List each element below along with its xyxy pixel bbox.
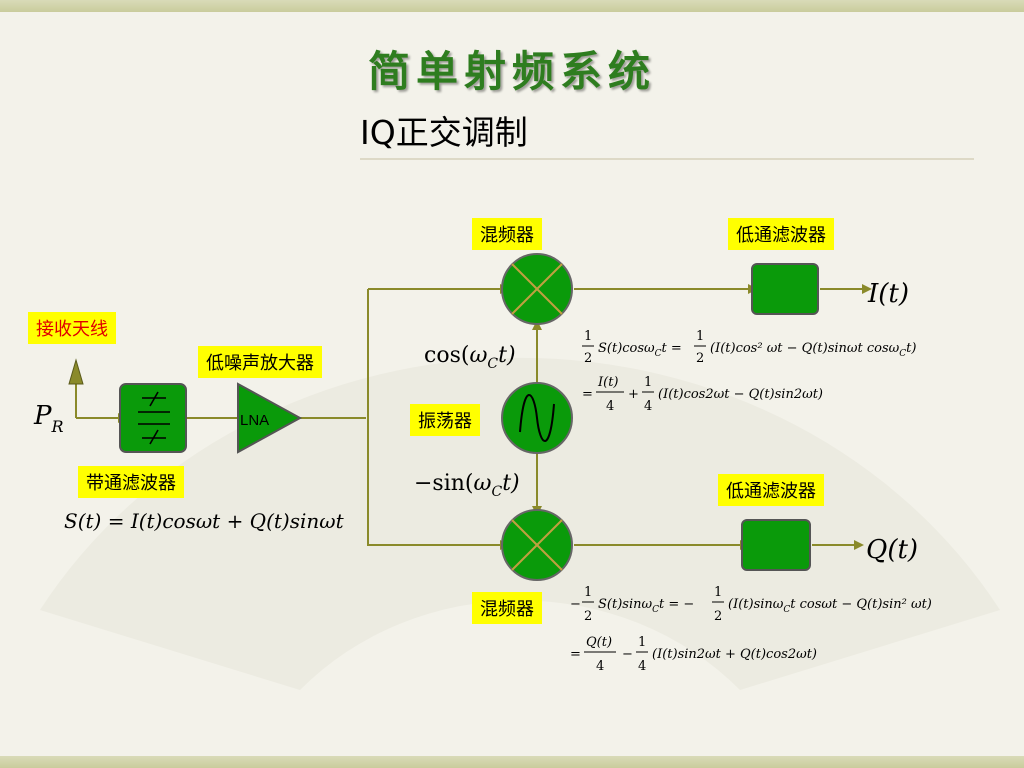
svg-text:S(t)sinωCt = −: S(t)sinωCt = − <box>598 597 694 615</box>
svg-text:1: 1 <box>638 635 646 650</box>
bandpass-label: 带通滤波器 <box>78 466 184 498</box>
svg-text:4: 4 <box>638 659 646 674</box>
slide-title: 简单射频系统 <box>367 47 656 96</box>
svg-text:+: + <box>628 387 639 402</box>
svg-text:=: = <box>582 387 593 402</box>
lowpass-filter-bottom <box>741 519 811 571</box>
antenna-icon <box>68 358 84 385</box>
bottom-band <box>0 756 1024 768</box>
top-mixer <box>501 253 573 325</box>
lowpass-filter-top <box>751 263 819 315</box>
output-q: Q(t) <box>866 535 918 565</box>
equation-top-2: = I(t) 4 + 1 4 (I(t)cos2ωt − Q(t)sin2ωt) <box>582 375 823 414</box>
equation-bottom-1: − 1 2 S(t)sinωCt = − 1 2 (I(t)sinωCt cos… <box>570 585 932 624</box>
svg-text:(I(t)sin2ωt + Q(t)cos2ωt): (I(t)sin2ωt + Q(t)cos2ωt) <box>652 647 817 662</box>
svg-text:1: 1 <box>644 375 652 390</box>
output-i: I(t) <box>867 279 909 309</box>
lna-amplifier <box>237 382 303 454</box>
svg-text:−: − <box>622 647 633 662</box>
sin-input-label: −sin(ωCt) <box>414 471 520 500</box>
svg-text:=: = <box>570 647 581 662</box>
svg-text:S(t)cosωCt =: S(t)cosωCt = <box>598 341 682 359</box>
oscillator <box>501 382 573 454</box>
lowpass-top-label: 低通滤波器 <box>728 218 834 250</box>
oscillator-label: 振荡器 <box>410 404 480 436</box>
pr-label: PR <box>33 401 64 436</box>
bandpass-filter-block <box>119 383 187 453</box>
top-band <box>0 0 1024 12</box>
lna-text: LNA <box>240 412 269 429</box>
signal-lines <box>75 288 862 546</box>
slide-subtitle: IQ正交调制 <box>360 113 528 152</box>
antenna-label: 接收天线 <box>28 312 116 344</box>
svg-text:2: 2 <box>714 609 722 624</box>
bottom-mixer <box>501 509 573 581</box>
signal-expression: S(t) = I(t)cosωt + Q(t)sinωt <box>64 509 345 533</box>
svg-text:I(t): I(t) <box>597 375 619 390</box>
equation-top-1: 1 2 S(t)cosωCt = 1 2 (I(t)cos² ωt − Q(t)… <box>582 329 916 366</box>
svg-text:Q(t): Q(t) <box>586 635 612 650</box>
svg-text:(I(t)sinωCt cosωt − Q(t)sin² ω: (I(t)sinωCt cosωt − Q(t)sin² ωt) <box>728 597 932 615</box>
svg-text:2: 2 <box>584 351 592 366</box>
equation-bottom-2: = Q(t) 4 − 1 4 (I(t)sin2ωt + Q(t)cos2ωt) <box>570 635 817 674</box>
svg-text:4: 4 <box>596 659 604 674</box>
svg-text:−: − <box>570 597 581 612</box>
svg-text:4: 4 <box>606 399 614 414</box>
svg-text:4: 4 <box>644 399 652 414</box>
mixer-top-label: 混频器 <box>472 218 542 250</box>
svg-text:1: 1 <box>584 585 592 600</box>
lowpass-bottom-label: 低通滤波器 <box>718 474 824 506</box>
mixer-bottom-label: 混频器 <box>472 592 542 624</box>
lna-stage-label: 低噪声放大器 <box>198 346 322 378</box>
svg-text:1: 1 <box>696 329 704 344</box>
svg-text:1: 1 <box>584 329 592 344</box>
cos-input-label: cos(ωCt) <box>424 343 516 372</box>
svg-text:2: 2 <box>584 609 592 624</box>
svg-text:(I(t)cos² ωt − Q(t)sinωt cosωC: (I(t)cos² ωt − Q(t)sinωt cosωCt) <box>710 341 916 359</box>
svg-text:2: 2 <box>696 351 704 366</box>
svg-text:(I(t)cos2ωt − Q(t)sin2ωt): (I(t)cos2ωt − Q(t)sin2ωt) <box>658 387 823 402</box>
title-divider <box>360 158 974 160</box>
svg-text:1: 1 <box>714 585 722 600</box>
